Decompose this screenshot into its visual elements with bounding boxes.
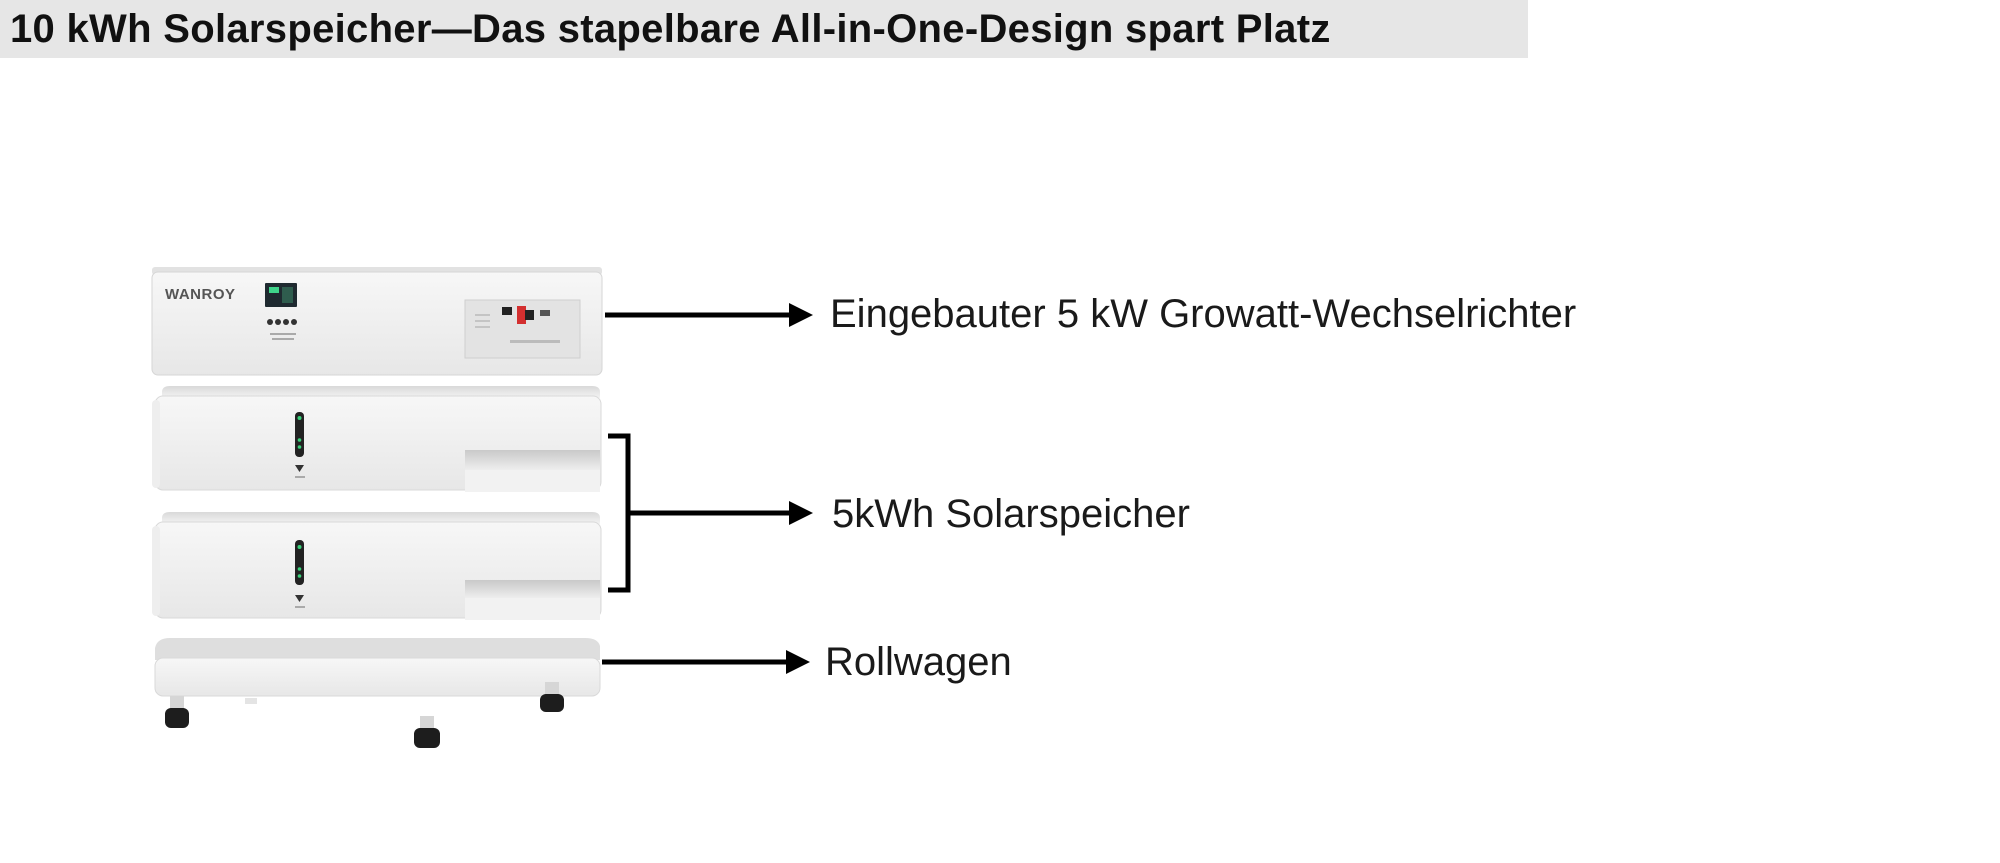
title-banner: 10 kWh Solarspeicher—Das stapelbare All-… [0,0,1528,58]
product-illustration: WANROY [130,250,630,790]
cart-label: Rollwagen [825,640,1012,684]
brand-logo: WANROY [165,286,236,303]
battery-bracket-arrow [608,433,813,593]
inverter-arrow [605,303,813,327]
cart-arrow [602,650,810,674]
battery-module-bottom [152,512,602,620]
battery-module-top [152,386,602,492]
inverter-label: Eingebauter 5 kW Growatt-Wechselrichter [830,292,1577,336]
inverter-module: WANROY [151,267,603,376]
product-image: WANROY [151,267,603,748]
page-title: 10 kWh Solarspeicher—Das stapelbare All-… [10,6,1331,51]
battery-label: 5kWh Solarspeicher [832,492,1190,536]
rolling-cart [154,638,601,748]
